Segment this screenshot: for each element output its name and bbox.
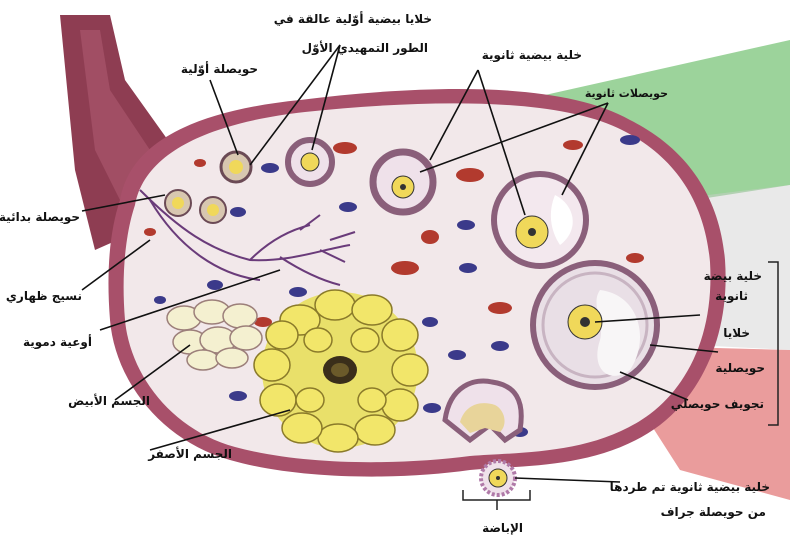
label-follicular-cavity: تجويف حويصلي [671, 397, 764, 412]
label-corpus-albicans: الجسم الأبيض [68, 393, 150, 408]
label-ovulation: الإباضة [482, 521, 523, 535]
secondary-follicle-small [373, 152, 433, 212]
label-secondary-follicles: حويصلات ثانوية [585, 87, 668, 100]
label-primary-follicle: حويصلة أوّلية [181, 61, 258, 77]
label-right-secondary-oocyte-line1: خلية بيضة [704, 269, 762, 283]
primary-follicle-2 [288, 140, 332, 184]
label-released-oocyte-line1: خلية بيضية ثانوية تم طردها [610, 480, 770, 495]
label-secondary-oocyte: خلية بيضية ثانوية [482, 48, 582, 63]
primary-follicle [221, 152, 251, 182]
label-blood-vessels: أوعية دموية [23, 334, 92, 350]
label-primary-oocytes-line2: الطور التمهيدي الأوّل [302, 40, 428, 56]
label-corpus-luteum: الجسم الأصفر [147, 446, 232, 461]
secondary-follicle-large [494, 174, 586, 266]
label-primary-oocytes-line1: خلايا بيضية أوّلية عالقة في [274, 11, 432, 27]
label-primordial-follicle: حويصلة بدائية [0, 210, 80, 225]
label-follicle-cells-line1: خلايا [723, 326, 750, 340]
label-follicle-cells-line2: حويصلية [715, 361, 765, 376]
graafian-follicle [533, 263, 657, 387]
label-right-secondary-oocyte-line2: ثانوية [715, 289, 748, 304]
released-oocyte [481, 461, 515, 495]
ruptured-follicle [445, 381, 521, 440]
label-germinal-epithelium: نسيج ظهاري [6, 289, 82, 303]
label-released-oocyte-line2: من حويصلة جراف [661, 505, 766, 520]
